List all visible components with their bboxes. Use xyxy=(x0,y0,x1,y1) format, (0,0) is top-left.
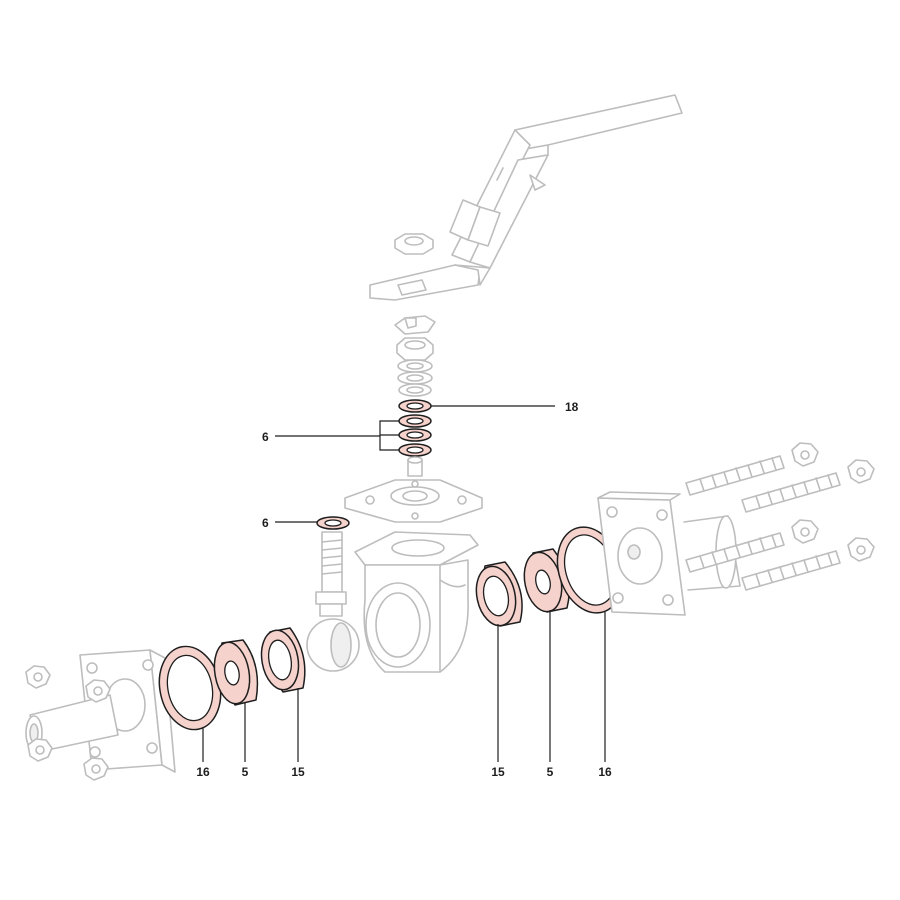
ball xyxy=(306,618,360,672)
callout-6-washer: 6 xyxy=(262,516,269,530)
callout-5-left: 5 xyxy=(242,765,249,779)
stem-packing-ring-3 xyxy=(398,443,432,457)
callout-labels: 18 6 6 16 5 15 15 5 16 xyxy=(196,400,612,779)
left-seat-support xyxy=(213,639,259,706)
gland-flange xyxy=(344,479,483,523)
left-gasket xyxy=(158,645,222,731)
stem-nut xyxy=(396,337,434,361)
lever-handle xyxy=(369,94,683,301)
leader-lines xyxy=(202,405,606,762)
callout-6-packing: 6 xyxy=(262,430,269,444)
handle-nut xyxy=(394,233,434,255)
callout-18: 18 xyxy=(565,400,579,414)
left-seat xyxy=(260,627,306,693)
valve-body xyxy=(354,531,479,673)
stem-packing-ring-1 xyxy=(398,414,432,428)
thrust-washer xyxy=(316,516,350,530)
callout-5-right: 5 xyxy=(547,765,554,779)
stem xyxy=(315,531,347,617)
callout-16-left: 16 xyxy=(196,765,210,779)
stem-top-seal xyxy=(398,399,432,413)
stem-stop-plate xyxy=(394,315,436,335)
left-nuts xyxy=(25,665,111,781)
right-seat xyxy=(475,561,523,627)
callout-15-right: 15 xyxy=(491,765,505,779)
left-end-connector xyxy=(25,649,176,773)
stud-bolts xyxy=(685,455,841,591)
right-nuts xyxy=(791,442,875,562)
callout-16-right: 16 xyxy=(598,765,612,779)
stem-washers xyxy=(397,359,433,397)
stem-packing-ring-2 xyxy=(398,428,432,442)
stem-tip xyxy=(407,456,423,477)
callout-15-left: 15 xyxy=(291,765,305,779)
